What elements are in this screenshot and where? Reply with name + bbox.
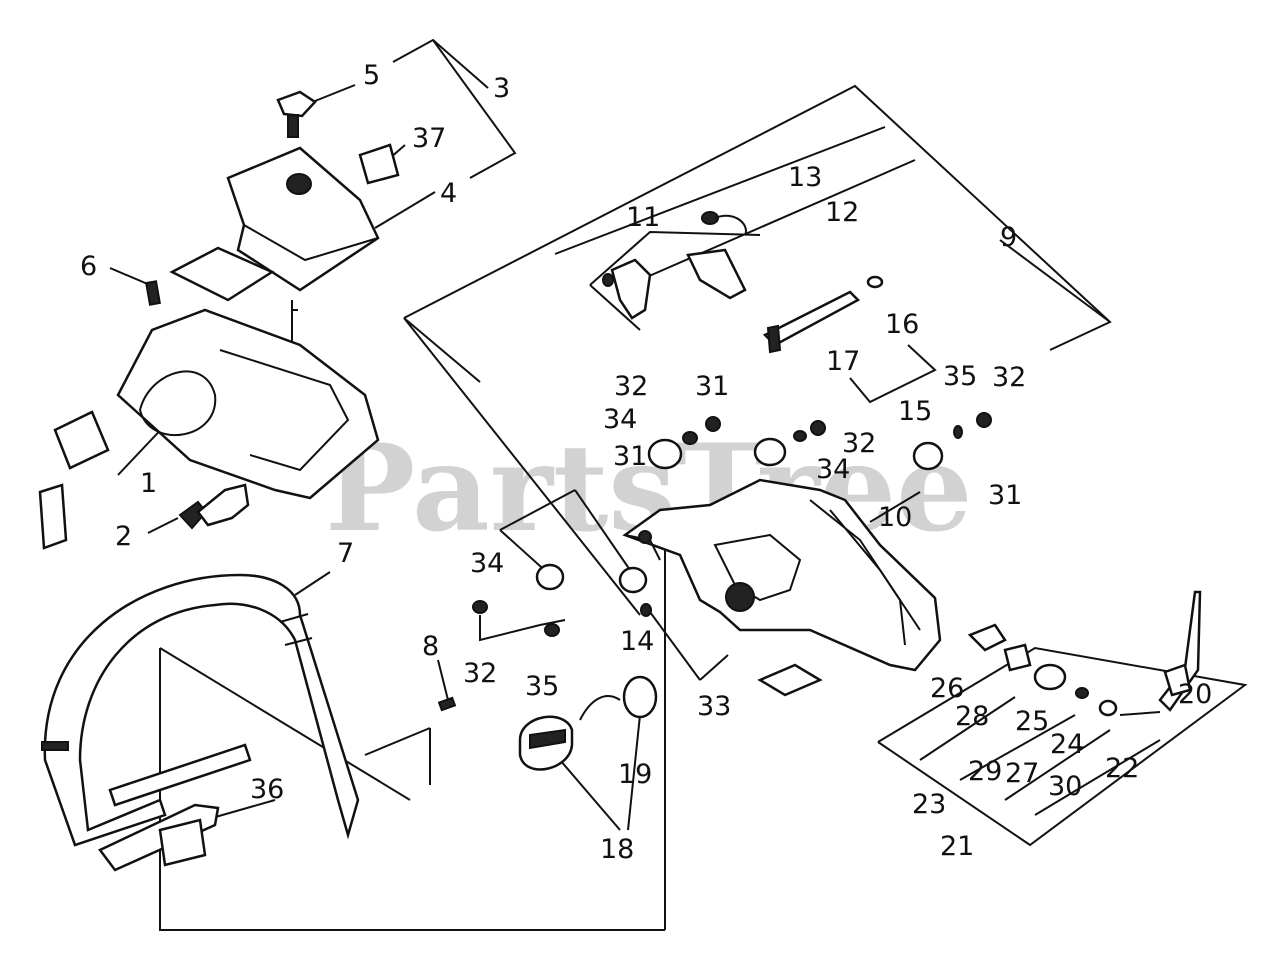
callout-label: 13 <box>788 162 822 193</box>
callout-label: 7 <box>337 538 354 569</box>
callout-label: 10 <box>878 502 912 533</box>
callout-label: 35 <box>525 671 559 702</box>
screw-8 <box>437 696 457 712</box>
callout-label: 5 <box>363 60 380 91</box>
callout-label: 23 <box>912 789 946 820</box>
callout-label: 12 <box>825 197 859 228</box>
callout-label: 2 <box>115 521 132 552</box>
upper-small-parts <box>602 211 884 354</box>
top-cover <box>226 146 380 292</box>
callout-label: 14 <box>620 626 654 657</box>
callout-label: 34 <box>816 454 850 485</box>
callout-label: 26 <box>930 673 964 704</box>
callout-label: 18 <box>600 834 634 865</box>
callout-label: 30 <box>1048 771 1082 802</box>
callout-label: 31 <box>613 441 647 472</box>
callout-label: 34 <box>603 404 637 435</box>
main-body <box>622 478 942 697</box>
sticker-left-2 <box>38 483 68 550</box>
callout-label: 6 <box>80 251 97 282</box>
callout-label: 31 <box>695 371 729 402</box>
callout-label: 35 <box>943 361 977 392</box>
callout-label: 21 <box>940 831 974 862</box>
callout-label: 16 <box>885 309 919 340</box>
callout-label: 4 <box>440 178 457 209</box>
fuel-line-parts <box>967 590 1202 717</box>
callout-label: 19 <box>618 759 652 790</box>
callout-label: 32 <box>992 362 1026 393</box>
callout-label: 20 <box>1178 679 1212 710</box>
callout-label: 22 <box>1105 753 1139 784</box>
callout-label: 1 <box>140 468 157 499</box>
sticker-left-1 <box>53 410 110 470</box>
callout-label: 11 <box>626 202 660 233</box>
callout-label: 17 <box>826 346 860 377</box>
callout-label: 25 <box>1015 706 1049 737</box>
callout-label: 36 <box>250 774 284 805</box>
callout-label: 32 <box>463 658 497 689</box>
knob-part <box>276 90 317 138</box>
callout-label: 37 <box>412 123 446 154</box>
sticker-37 <box>358 143 400 185</box>
callout-labels: 1 2 3 4 5 6 7 8 9 10 11 12 13 14 15 16 1… <box>80 60 1212 865</box>
callout-label: 33 <box>697 691 731 722</box>
fasteners <box>472 412 992 637</box>
callout-label: 32 <box>842 428 876 459</box>
callout-label: 15 <box>898 396 932 427</box>
callout-label: 9 <box>1000 222 1017 253</box>
callout-label: 28 <box>955 701 989 732</box>
filter-housing <box>116 308 380 500</box>
front-handle <box>41 573 360 847</box>
callout-label: 8 <box>422 631 439 662</box>
callout-label: 31 <box>988 480 1022 511</box>
callout-label: 27 <box>1005 758 1039 789</box>
callout-label: 24 <box>1050 729 1084 760</box>
screw-6 <box>145 280 161 306</box>
callout-label: 32 <box>614 371 648 402</box>
callout-label: 34 <box>470 548 504 579</box>
choke-rod <box>178 483 250 530</box>
callout-label: 29 <box>968 756 1002 787</box>
callout-label: 3 <box>493 73 510 104</box>
guard-plate <box>108 743 252 807</box>
sticker-cover <box>169 246 275 302</box>
fuel-cap <box>518 675 658 771</box>
spike-36 <box>98 803 220 872</box>
